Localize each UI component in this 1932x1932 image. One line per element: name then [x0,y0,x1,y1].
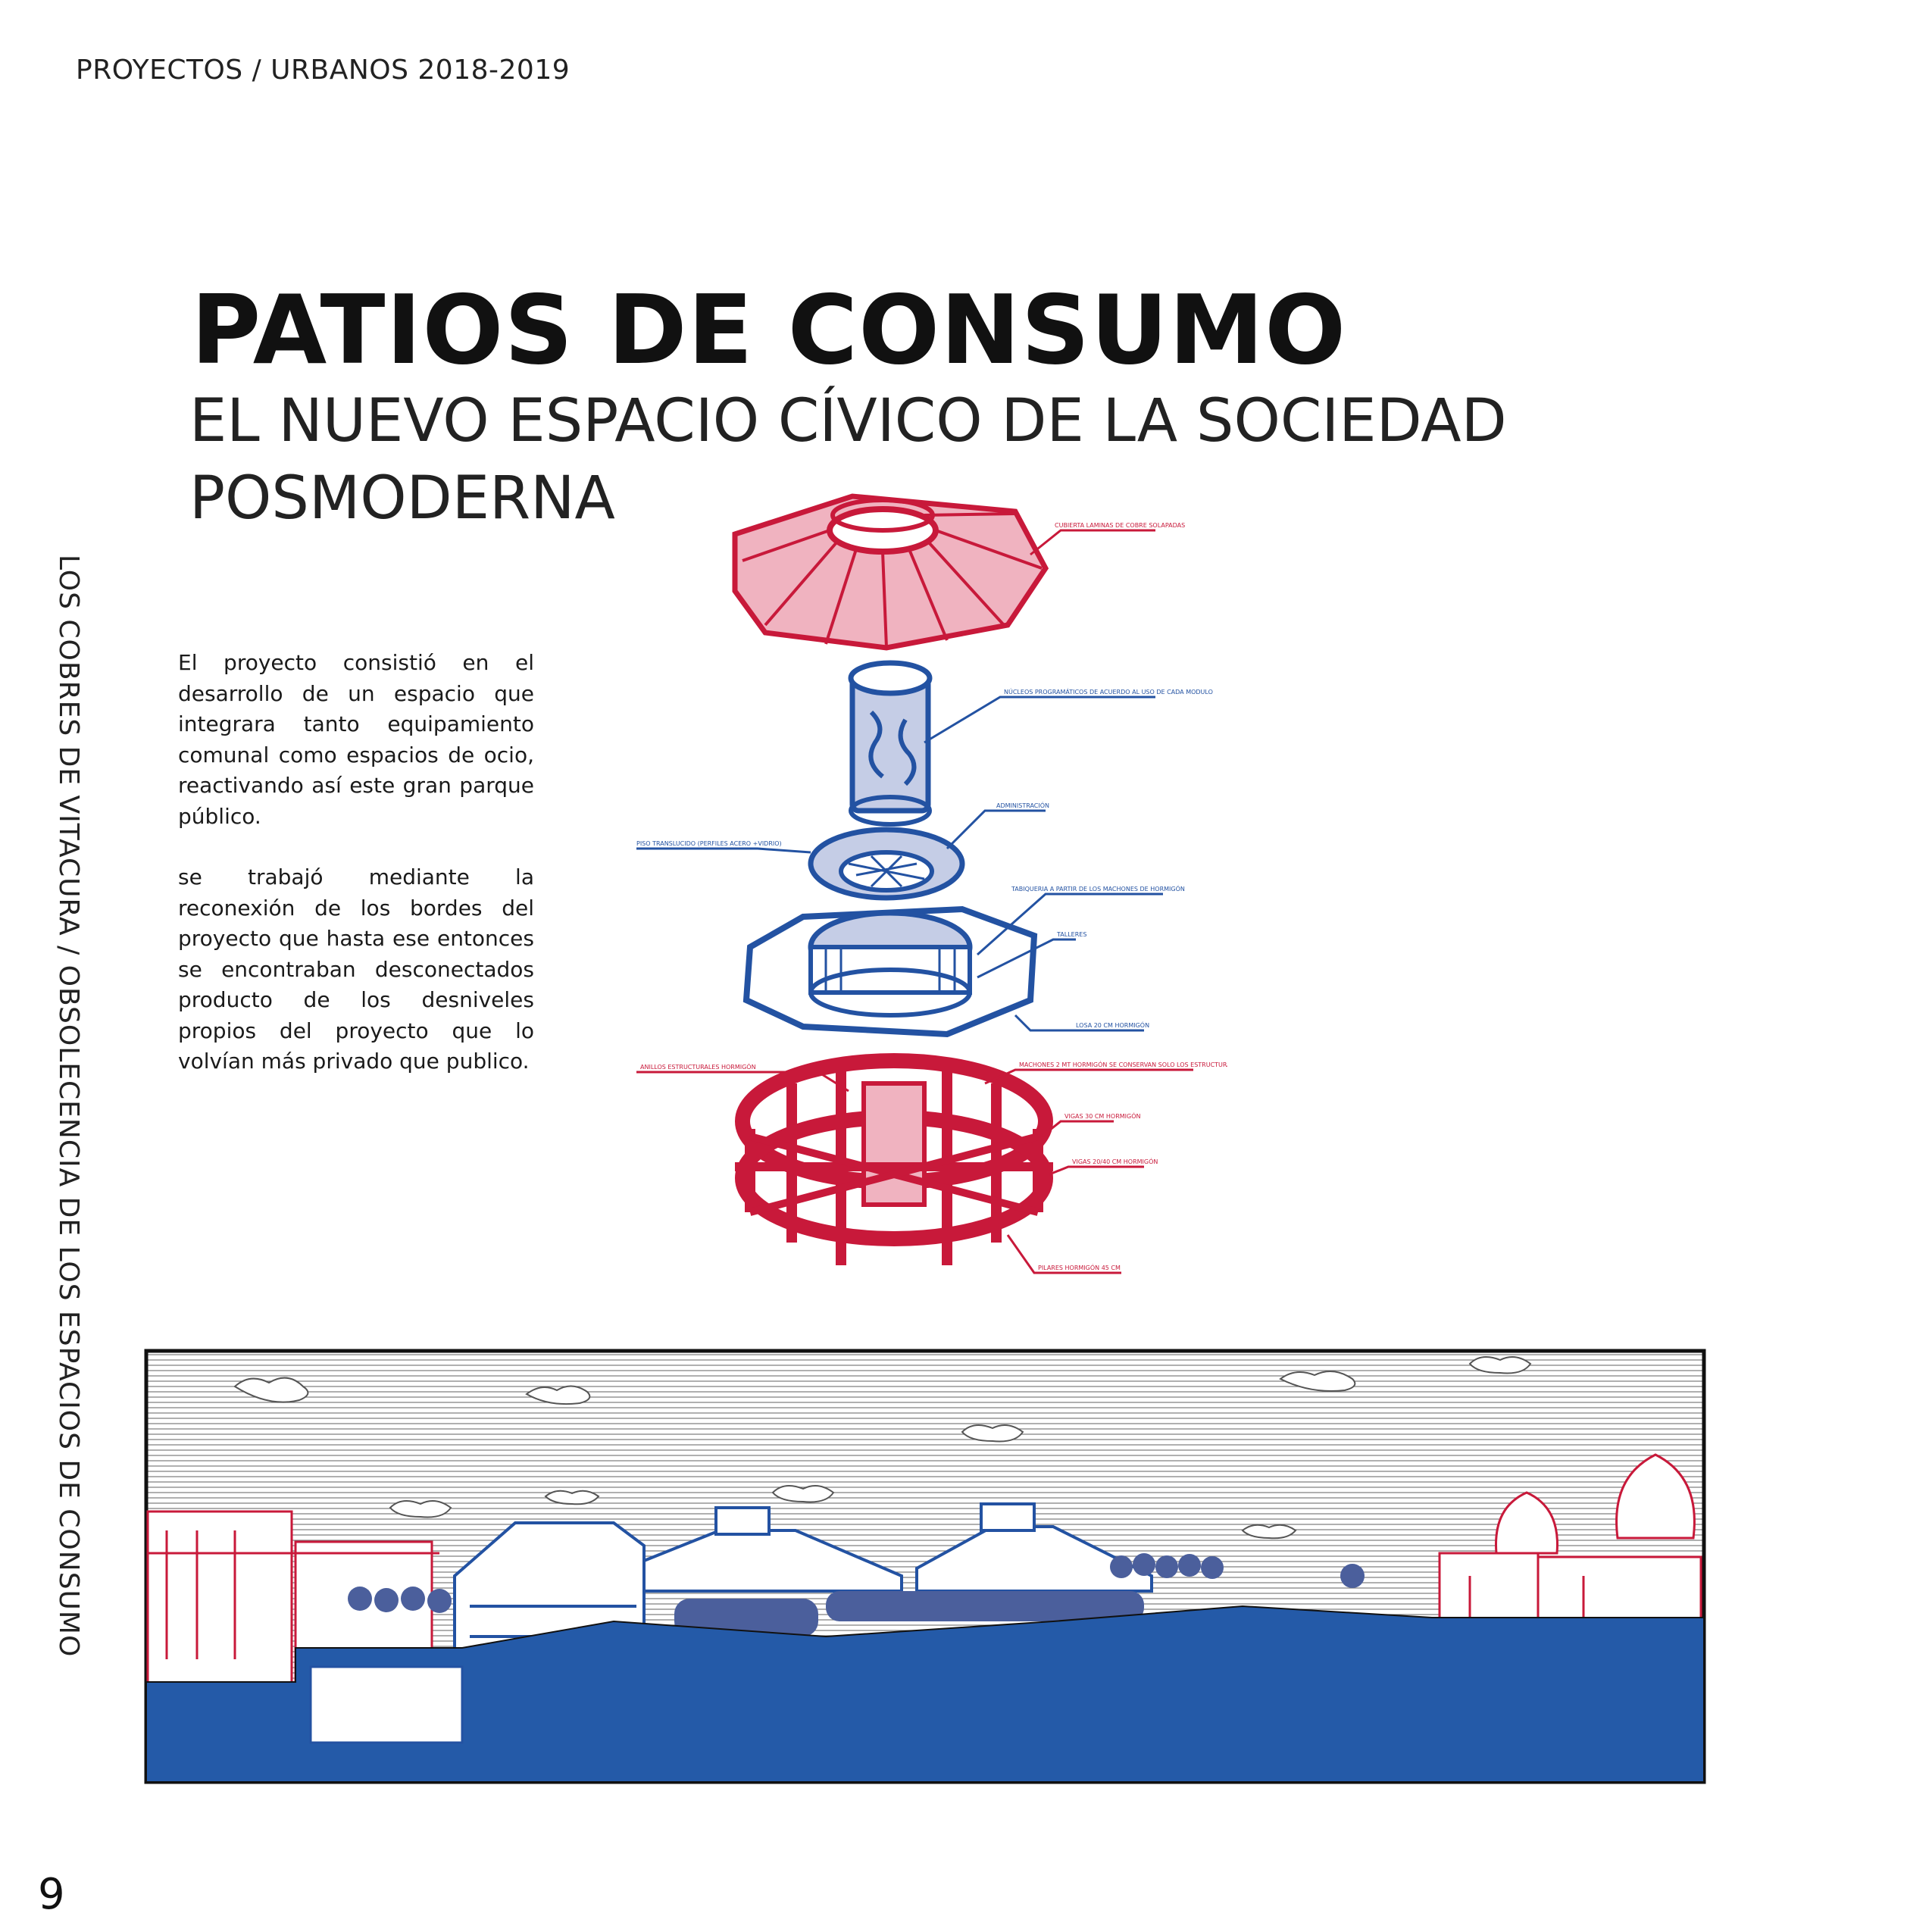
body-text: El proyecto consistió en el desarrollo d… [178,648,534,1108]
label-beams2040: VIGAS 20/40 CM HORMIGÓN [1072,1157,1158,1165]
label-walls: MACHONES 2 MT HORMIGÓN SE CONSERVAN SOLO… [1019,1060,1227,1068]
exploded-axonometric-diagram: CUBIERTA LAMINAS DE COBRE SOLAPADAS NÚCL… [636,493,1227,1274]
workshop-slab [742,893,1163,1038]
section-elevation-drawing [144,1349,1706,1784]
body-paragraph-2: se trabajó mediante la reconexión de los… [178,864,534,1074]
core-cylinder [848,660,1155,827]
body-paragraph-1: El proyecto consistió en el desarrollo d… [178,650,534,829]
label-pillars: PILARES HORMIGÓN 45 CM [1038,1263,1121,1271]
clouds [233,1356,1532,1540]
label-workshops: TALLERES [1056,931,1086,938]
translucent-floor-ring [636,809,1046,901]
side-vertical-text: LOS COBRES DE VITACURA / OBSOLECENCIA DE… [53,555,84,1658]
label-slab: LOSA 20 CM HORMIGÓN [1076,1021,1149,1029]
label-admin: ADMINISTRACIÓN [996,801,1049,809]
basement-block [309,1665,464,1744]
concrete-structure [636,1053,1193,1274]
label-rings: ANILLOS ESTRUCTURALES HORMIGÓN [640,1062,756,1071]
label-roof: CUBIERTA LAMINAS DE COBRE SOLAPADAS [1055,522,1185,529]
label-floor: PISO TRANSLUCIDO (PERFILES ACERO +VIDRIO… [636,840,782,847]
label-beams30: VIGAS 30 CM HORMIGÓN [1064,1111,1141,1120]
roof-element [732,493,1155,651]
page-number: 9 [38,1870,65,1919]
trees [348,1553,1365,1637]
ground-mass [145,1605,1705,1783]
label-cores: NÚCLEOS PROGRAMÁTICOS DE ACUERDO AL USO … [1004,687,1213,696]
page-title: PATIOS DE CONSUMO [191,274,1347,386]
page-subtitle: EL NUEVO ESPACIO CÍVICO DE LA SOCIEDAD P… [189,387,1507,533]
header-text: PROYECTOS / URBANOS 2018-2019 [76,55,571,86]
label-partition: TABIQUERIA A PARTIR DE LOS MACHONES DE H… [1011,884,1185,893]
